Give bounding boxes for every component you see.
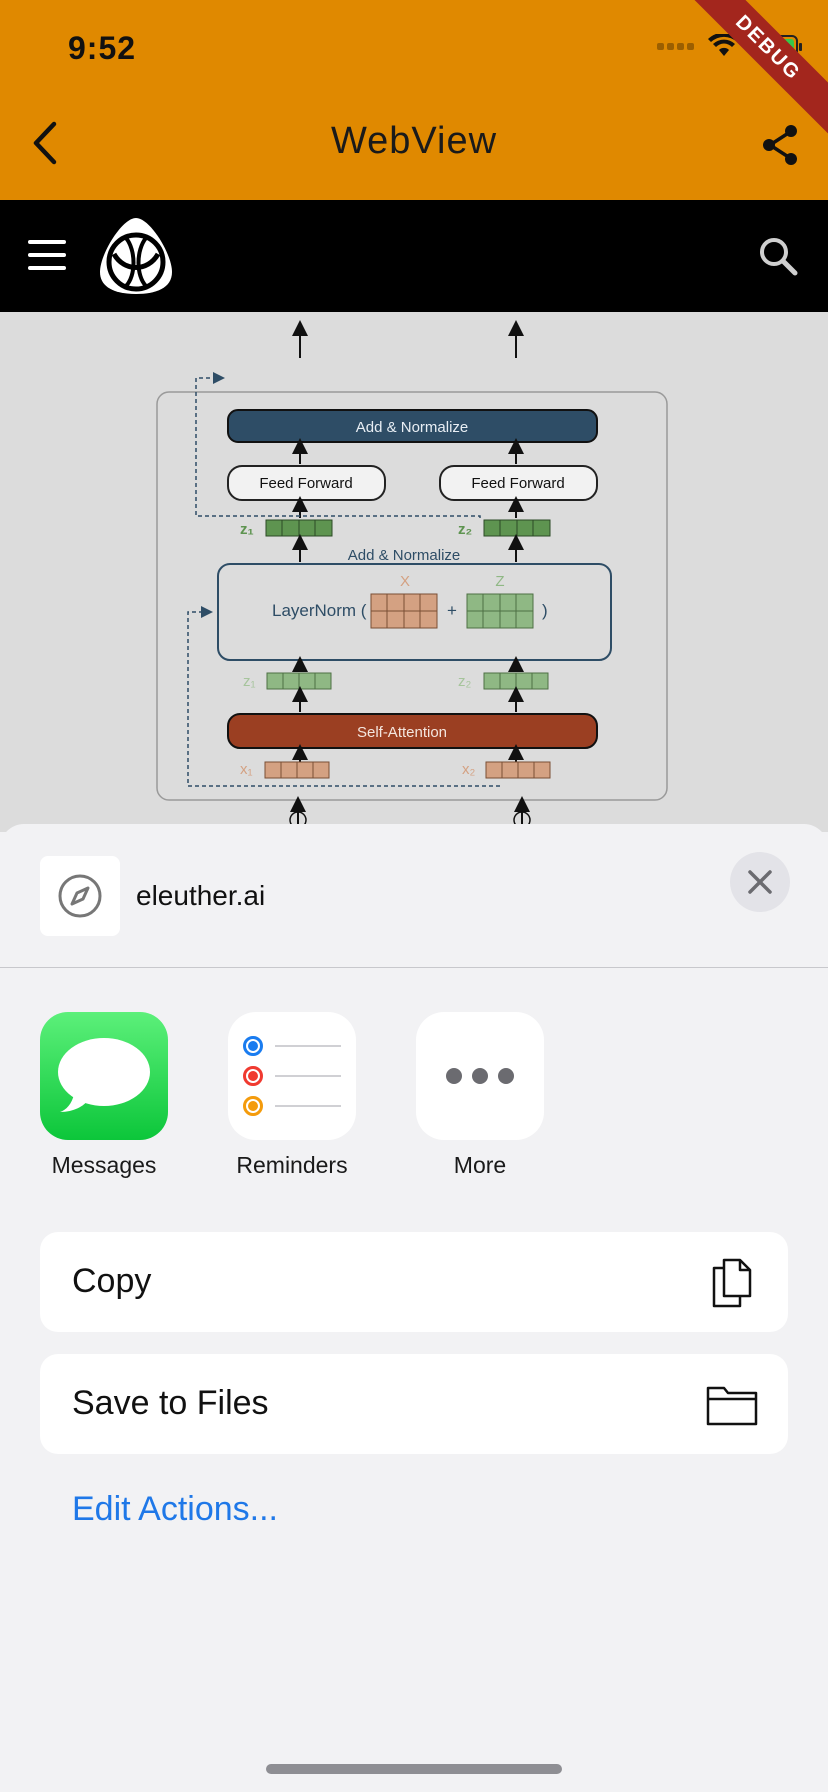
transformer-diagram: Add & Normalize Feed Forward Feed Forwar… (156, 320, 668, 829)
compass-icon (58, 874, 102, 918)
z1-vector-top (265, 519, 333, 537)
copy-action[interactable]: Copy (40, 1232, 788, 1332)
app-label: Messages (51, 1152, 157, 1178)
shared-site-name: eleuther.ai (136, 880, 266, 911)
site-logo[interactable] (96, 214, 176, 298)
x2-vector (485, 761, 551, 779)
close-button[interactable] (730, 852, 790, 912)
svg-text:z₂: z₂ (458, 521, 472, 538)
share-app-reminders[interactable]: Reminders (228, 1012, 356, 1179)
page-title: WebView (330, 120, 498, 162)
app-label: More (453, 1152, 507, 1178)
svg-text:+: + (447, 601, 457, 620)
back-arrow-icon[interactable] (28, 120, 62, 166)
debug-banner: DEBUG (677, 0, 828, 139)
share-sheet-header: eleuther.ai (0, 824, 828, 968)
save-to-files-action[interactable]: Save to Files (40, 1354, 788, 1454)
edit-actions-link[interactable]: Edit Actions... (72, 1490, 278, 1528)
messages-icon (40, 1012, 168, 1140)
status-time: 9:52 (68, 30, 137, 66)
site-header (0, 200, 828, 312)
reminders-icon (228, 1012, 356, 1140)
site-thumbnail (40, 856, 120, 936)
hamburger-menu-icon[interactable] (28, 240, 66, 270)
svg-text:): ) (542, 601, 548, 620)
svg-text:z₂: z₂ (458, 673, 472, 690)
share-sheet: eleuther.ai Messages Reminder (0, 824, 828, 1792)
share-icon[interactable] (760, 124, 800, 166)
home-indicator[interactable] (266, 1764, 562, 1774)
app-bar: 9:52 DEBUG WebView (0, 0, 828, 200)
z2-vector-top (483, 519, 551, 537)
svg-text:x₁: x₁ (240, 761, 253, 778)
close-icon (748, 870, 772, 894)
z-matrix (466, 593, 534, 629)
svg-text:LayerNorm (: LayerNorm ( (272, 601, 367, 620)
x-matrix (370, 593, 438, 629)
app-label: Reminders (236, 1152, 348, 1178)
svg-text:z₁: z₁ (243, 673, 256, 690)
self-attention-block (227, 713, 598, 749)
web-content[interactable]: Add & Normalize Feed Forward Feed Forwar… (0, 312, 828, 832)
z1-vector-lower (266, 672, 332, 690)
share-app-more[interactable]: More (416, 1012, 544, 1179)
svg-text:x₂: x₂ (462, 761, 476, 778)
action-label: Copy (72, 1262, 152, 1300)
svg-text:Z: Z (495, 573, 504, 590)
signal-icon (657, 42, 694, 50)
share-app-messages[interactable]: Messages (40, 1012, 168, 1179)
more-dots-icon (416, 1012, 544, 1140)
z2-vector-lower (483, 672, 549, 690)
action-label: Save to Files (72, 1384, 269, 1422)
share-apps-row: Messages Reminders More (40, 1012, 544, 1179)
svg-text:X: X (400, 573, 410, 590)
svg-text:Self-Attention: Self-Attention (357, 724, 447, 741)
copy-icon (712, 1258, 752, 1308)
x1-vector (264, 761, 330, 779)
svg-text:Feed Forward: Feed Forward (259, 475, 352, 492)
svg-text:Add & Normalize: Add & Normalize (348, 547, 461, 564)
add-normalize-block (227, 409, 598, 443)
svg-text:Add & Normalize: Add & Normalize (356, 419, 469, 436)
svg-text:z₁: z₁ (240, 521, 254, 538)
svg-text:Feed Forward: Feed Forward (471, 475, 564, 492)
search-icon[interactable] (758, 236, 798, 276)
folder-icon (706, 1386, 758, 1426)
